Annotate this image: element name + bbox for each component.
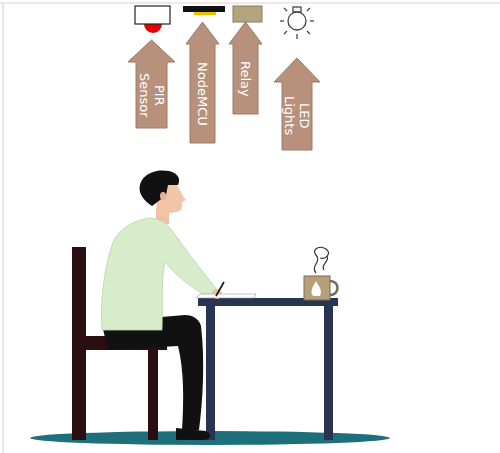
- nodemcu-board: [183, 6, 225, 12]
- led-bulb: [280, 7, 314, 39]
- callout-arrow: LED Lights: [274, 58, 320, 150]
- pir-dome: [144, 24, 162, 33]
- paper: [196, 294, 256, 298]
- pen: [216, 282, 224, 296]
- arrow-outline: [186, 22, 219, 143]
- arrow-outline: [128, 40, 175, 128]
- pir-sensor-body: [135, 6, 170, 24]
- callout-arrow: NodeMCU: [186, 22, 219, 143]
- text-box: NodeMCU: [190, 44, 215, 143]
- coffee-mug: [304, 247, 338, 300]
- text-box: LED Lights: [282, 82, 312, 150]
- arrow-outline: [229, 22, 262, 114]
- callout-arrow: Relay: [229, 22, 262, 114]
- callout-label: PIR Sensor: [137, 65, 167, 125]
- text-box: PIR Sensor: [136, 62, 167, 128]
- desk: [198, 298, 338, 440]
- arrow-outline: [274, 58, 320, 150]
- text-box: Relay: [233, 44, 258, 114]
- nodemcu-strip: [194, 12, 216, 15]
- left-border: [3, 3, 4, 453]
- callout-arrow: PIR Sensor: [128, 40, 175, 128]
- callout-label: Relay: [238, 61, 253, 97]
- callout-label: LED Lights: [282, 86, 312, 146]
- top-border: [0, 3, 500, 4]
- relay-body: [233, 6, 262, 22]
- person: [101, 170, 222, 440]
- callout-label: NodeMCU: [195, 62, 210, 126]
